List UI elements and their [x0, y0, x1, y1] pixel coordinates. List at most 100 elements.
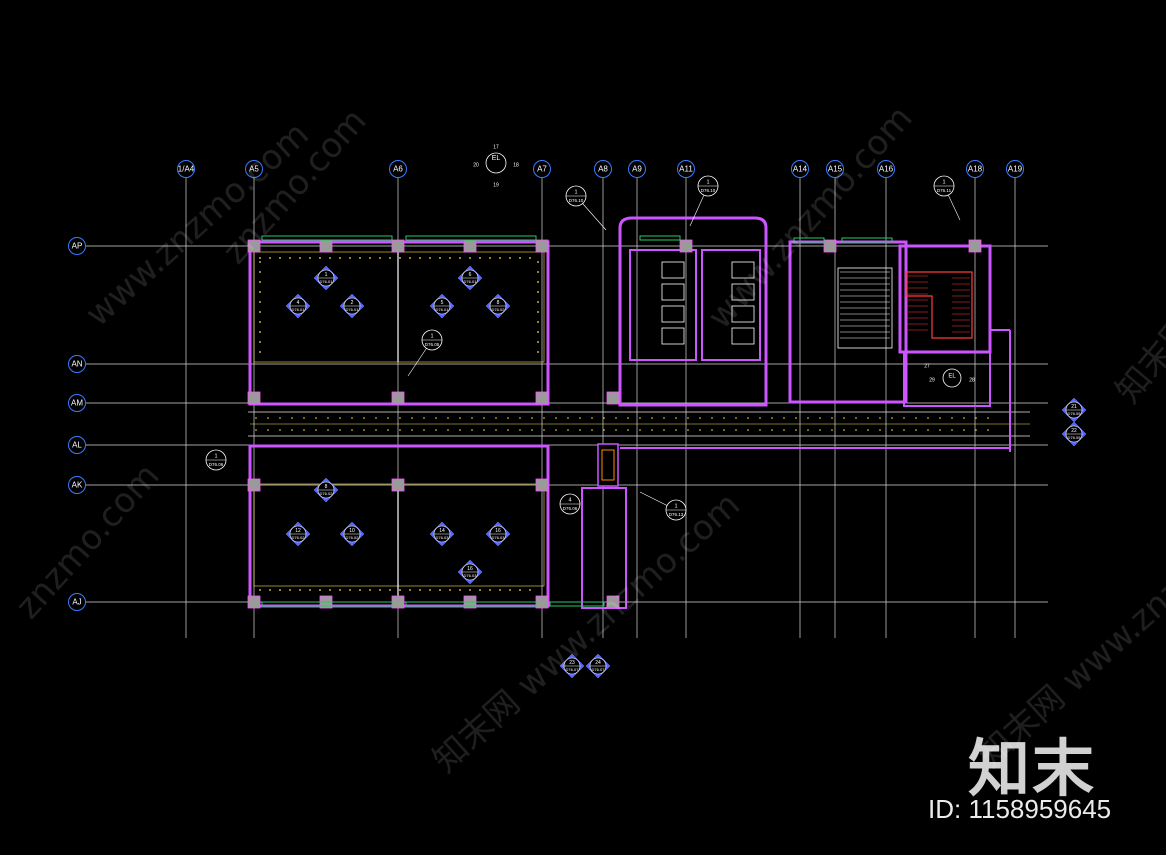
light-fixture	[329, 257, 331, 259]
corridor-fixture	[963, 429, 965, 431]
light-fixture	[329, 589, 331, 591]
structural-column	[606, 595, 620, 609]
corridor-fixture	[363, 417, 365, 419]
corridor-fixture	[411, 429, 413, 431]
corridor-fixture	[567, 417, 569, 419]
grid-bubble-circle	[966, 160, 984, 178]
corridor-fixture	[339, 429, 341, 431]
callout-number: 4	[568, 497, 571, 503]
corridor-fixture	[399, 429, 401, 431]
corridor-fixture	[783, 429, 785, 431]
light-fixture	[339, 589, 341, 591]
grid-row-bubble: AL	[68, 436, 86, 454]
fixtures-and-details	[255, 257, 989, 591]
light-fixture	[537, 351, 539, 353]
east-lobby-wall	[903, 351, 991, 407]
light-fixture	[449, 589, 451, 591]
corridor-fixture	[759, 417, 761, 419]
corridor-fixture	[423, 417, 425, 419]
light-fixture	[419, 257, 421, 259]
grid-column-label: A5	[249, 165, 259, 174]
toilet-stall	[731, 283, 755, 301]
elevation-label: 28	[969, 377, 975, 383]
corridor-fixture	[675, 429, 677, 431]
structural-column	[319, 239, 333, 253]
corridor-fixture	[783, 417, 785, 419]
corridor-fixture	[747, 417, 749, 419]
light-fixture	[519, 257, 521, 259]
toilet-stall	[731, 327, 755, 345]
corridor-fixture	[591, 417, 593, 419]
grid-row-bubble: AJ	[68, 593, 86, 611]
corridor-fixture	[795, 429, 797, 431]
elevation-label: 29	[929, 377, 935, 383]
grid-column-bubble: A11	[677, 160, 695, 178]
corridor-fixture	[627, 429, 629, 431]
structural-column	[391, 478, 405, 492]
corridor-fixture	[831, 429, 833, 431]
toilet-stall	[661, 261, 685, 279]
corridor-fixture	[723, 429, 725, 431]
corridor-fixture	[531, 429, 533, 431]
corridor-fixture	[267, 429, 269, 431]
structural-column	[247, 239, 261, 253]
structural-column	[535, 478, 549, 492]
grid-column-bubble: A15	[826, 160, 844, 178]
light-fixture	[479, 589, 481, 591]
grid-column-label: A19	[1008, 165, 1023, 174]
service-shaft	[597, 443, 619, 487]
corridor-fixture	[747, 429, 749, 431]
corridor-fixture	[435, 429, 437, 431]
grid-column-bubble: A7	[533, 160, 551, 178]
section-tag-ref: D76.03	[492, 535, 506, 540]
light-fixture	[509, 257, 511, 259]
light-fixture	[459, 589, 461, 591]
light-fixture	[449, 257, 451, 259]
corridor-fixture	[519, 429, 521, 431]
corridor-fixture	[543, 429, 545, 431]
elevation-symbol	[485, 152, 507, 174]
corridor-fixture	[807, 417, 809, 419]
window-strip	[261, 235, 393, 241]
light-fixture	[509, 589, 511, 591]
corridor-fixture	[303, 429, 305, 431]
corridor-fixture	[891, 417, 893, 419]
corridor-fixture	[567, 429, 569, 431]
light-fixture	[537, 331, 539, 333]
callout-number: 1	[706, 179, 709, 185]
corridor-fixture	[615, 417, 617, 419]
grid-column-bubble: A19	[1006, 160, 1024, 178]
stair-core-south	[581, 487, 627, 609]
section-tag-ref: D76.03	[436, 535, 450, 540]
corridor-fixture	[327, 429, 329, 431]
corridor-fixture	[483, 417, 485, 419]
light-fixture	[259, 291, 261, 293]
grid-bubble-circle	[245, 160, 263, 178]
light-fixture	[279, 257, 281, 259]
corridor-fixture	[315, 429, 317, 431]
grid-bubble-circle	[68, 476, 86, 494]
structural-column	[247, 391, 261, 405]
corridor-fixture	[363, 429, 365, 431]
light-fixture	[419, 589, 421, 591]
light-fixture	[537, 271, 539, 273]
corridor-fixture	[495, 417, 497, 419]
corridor-fixture	[735, 417, 737, 419]
light-fixture	[259, 589, 261, 591]
section-tag-number: 1	[325, 272, 328, 278]
callout-ref: D76.10	[701, 188, 716, 193]
light-fixture	[429, 257, 431, 259]
grid-column-bubble: A14	[791, 160, 809, 178]
light-fixture	[299, 257, 301, 259]
corridor-fixture	[591, 429, 593, 431]
